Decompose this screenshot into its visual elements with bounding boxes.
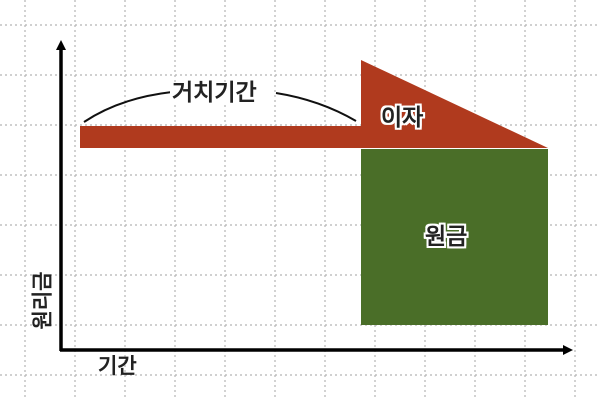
interest-label: 이자: [381, 105, 424, 131]
grace-period-brace-left: [83, 91, 173, 123]
principal-block: [361, 149, 548, 325]
grace-period-label: 거치기간: [170, 80, 259, 106]
grace-period-interest-bar: [80, 126, 362, 148]
grace-period-brace-right: [275, 92, 357, 122]
interest-triangle: [361, 60, 548, 148]
principal-label: 원금: [425, 224, 468, 250]
x-axis-label: 기간: [98, 354, 137, 378]
y-axis-label: 원리금: [30, 271, 55, 330]
